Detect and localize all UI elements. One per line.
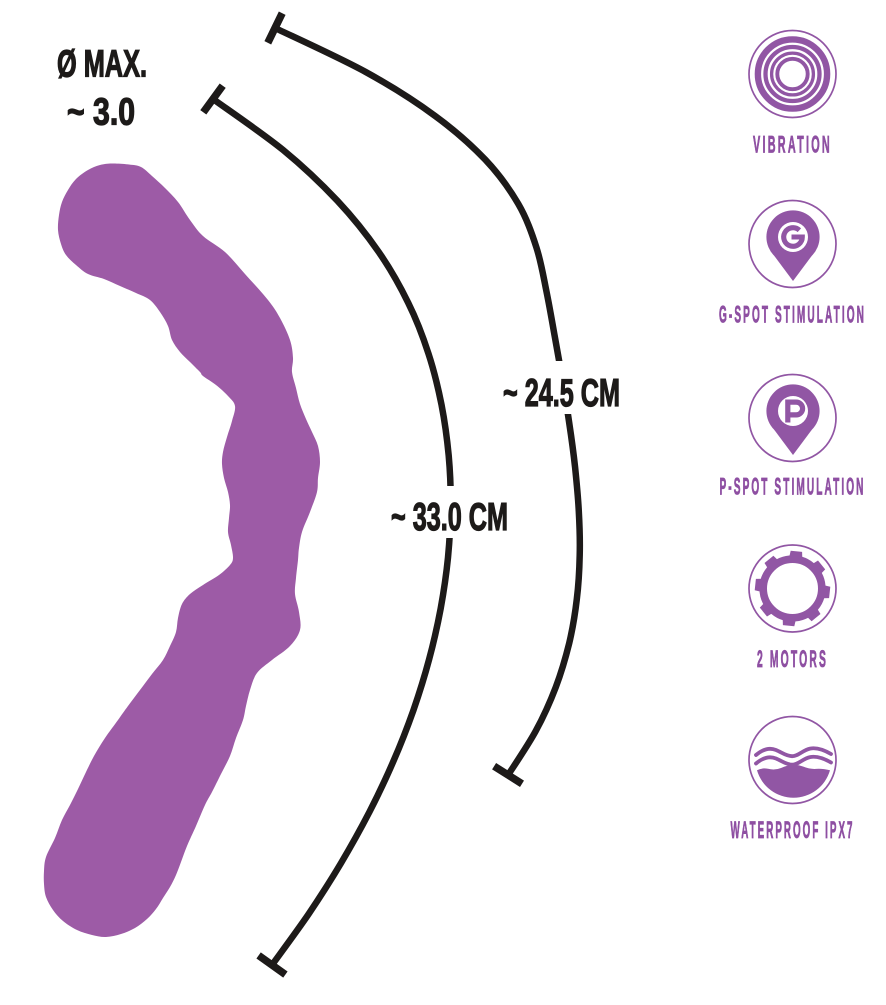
svg-text:~ 33.0 CM: ~ 33.0 CM [391,496,508,539]
svg-text:Ø MAX.: Ø MAX. [57,44,147,86]
svg-text:G-SPOT STIMULATION: G-SPOT STIMULATION [719,302,866,329]
svg-text:WATERPROOF IPX7: WATERPROOF IPX7 [731,817,855,844]
svg-text:P-SPOT STIMULATION: P-SPOT STIMULATION [720,474,866,501]
svg-text:2 MOTORS: 2 MOTORS [757,646,828,673]
svg-text:~ 3.0: ~ 3.0 [67,92,135,134]
svg-text:~ 24.5 CM: ~ 24.5 CM [503,372,620,415]
svg-text:VIBRATION: VIBRATION [753,131,832,158]
